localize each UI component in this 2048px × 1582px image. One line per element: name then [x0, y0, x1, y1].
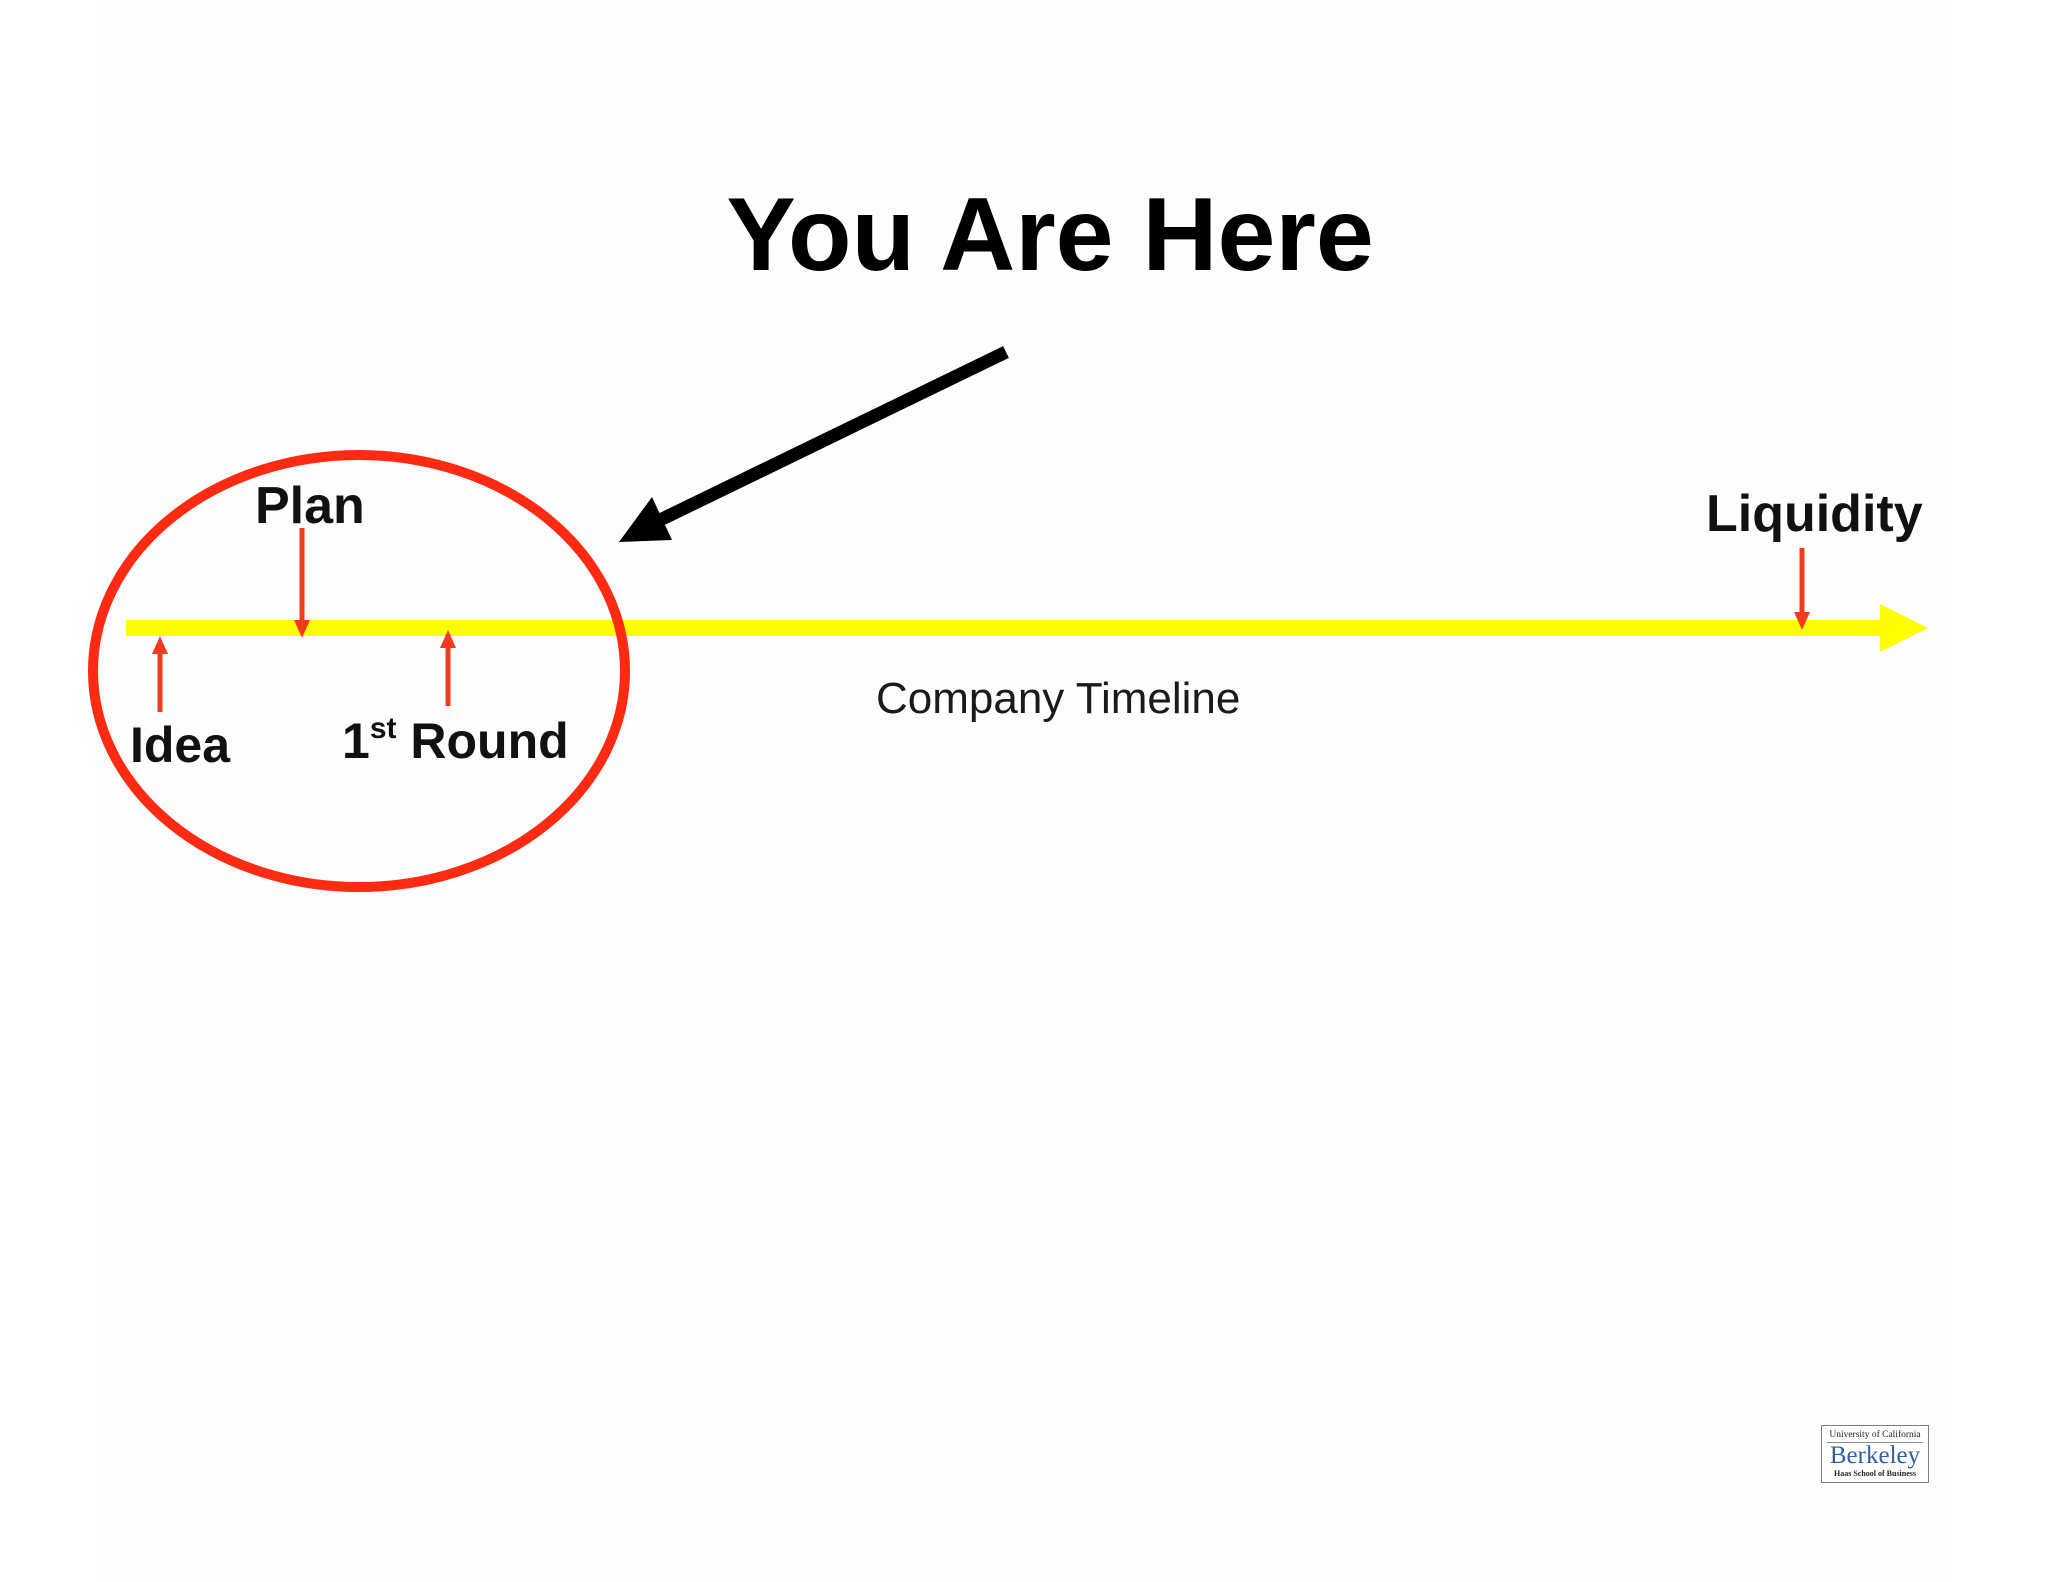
timeline-axis-label: Company Timeline: [876, 674, 1241, 723]
timeline-arrowhead: [1880, 604, 1928, 652]
milestone-label-idea: Idea: [130, 717, 231, 773]
round-word: Round: [396, 713, 569, 769]
pointer-arrow-shaft: [657, 346, 1009, 526]
slide-title: You Are Here: [726, 177, 1374, 293]
berkeley-haas-logo: University of California Berkeley Haas S…: [1821, 1425, 1929, 1483]
logo-university-text: University of California: [1829, 1430, 1921, 1440]
logo-berkeley-text: Berkeley: [1829, 1442, 1921, 1469]
liquidity-marker-arrowhead: [1794, 612, 1810, 630]
round-ordinal-suffix: st: [369, 712, 397, 745]
milestone-label-liquidity: Liquidity: [1706, 485, 1923, 543]
round-marker-arrowhead: [440, 630, 456, 648]
idea-marker-arrowhead: [152, 636, 168, 654]
milestone-label-first-round: 1st Round: [342, 712, 569, 770]
logo-divider: [1827, 1442, 1923, 1443]
milestone-label-plan: Plan: [255, 477, 365, 535]
slide-content-area: [96, 0, 1952, 1582]
pointer-arrowhead: [619, 497, 672, 542]
round-number: 1: [342, 713, 370, 769]
plan-marker-arrowhead: [294, 620, 310, 638]
highlight-ellipse: [88, 450, 630, 892]
logo-haas-text: Haas School of Business: [1833, 1469, 1917, 1478]
